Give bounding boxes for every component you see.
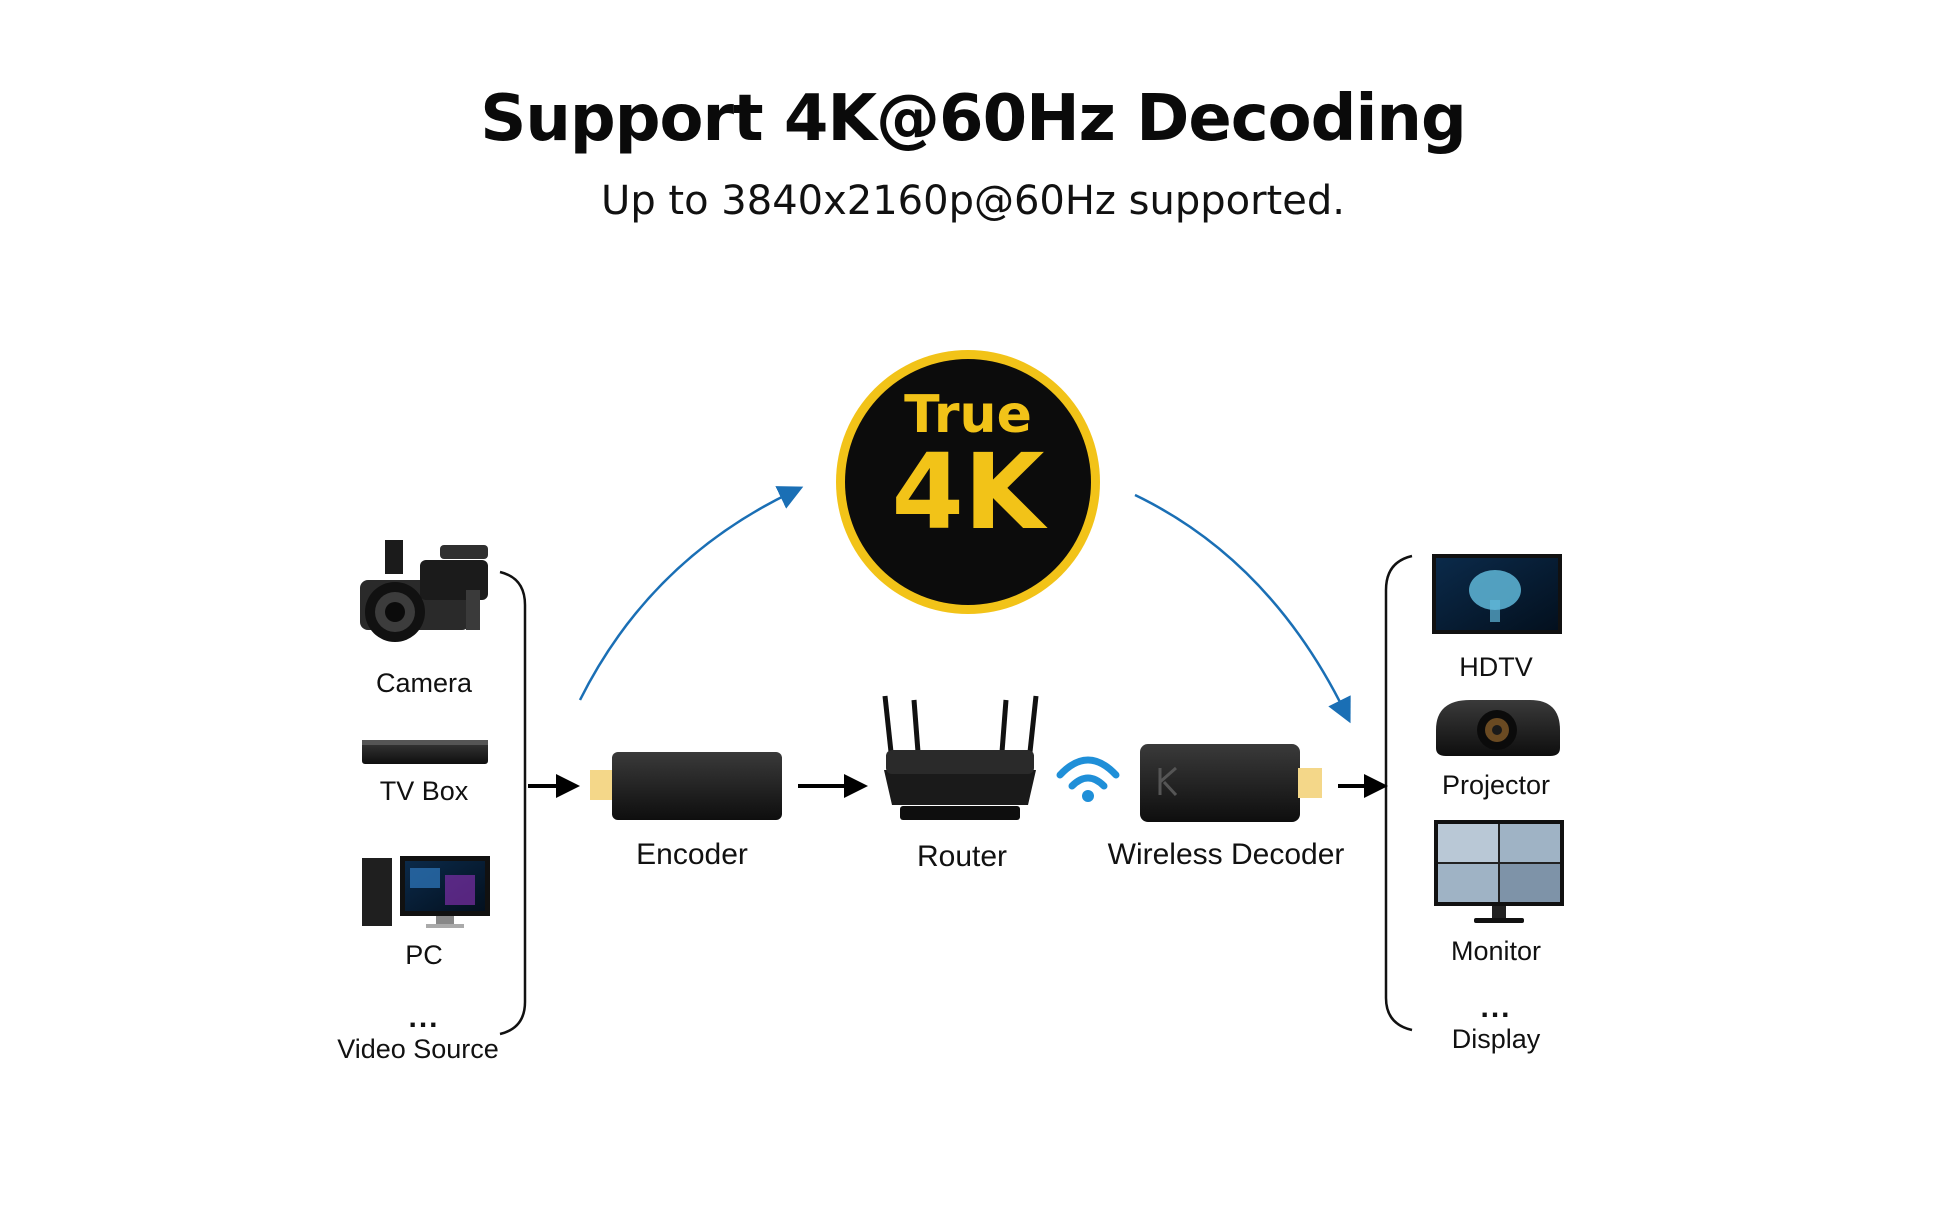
router-label: Router [916,840,1008,873]
projector-icon [1436,700,1560,756]
encoder-icon [590,752,782,820]
wifi-icon [1056,756,1120,790]
decoder-icon [1140,744,1322,822]
tvbox-label: TV Box [379,776,469,806]
pc-icon [362,856,490,928]
projector-label: Projector [1441,770,1551,800]
badge-line2: 4K [892,431,1048,553]
display-bracket [1384,554,1413,1032]
pc-label: PC [405,940,443,970]
camera-icon [360,540,488,642]
hdtv-icon [1432,554,1562,634]
page-subtitle: Up to 3840x2160p@60Hz supported. [601,178,1345,224]
true-4k-badge: True 4K [836,350,1100,614]
camera-label: Camera [375,668,473,698]
tvbox-icon [362,740,488,764]
hdtv-label: HDTV [1459,652,1533,682]
wifi-dot [1082,790,1094,802]
badge-line1: True [904,385,1032,445]
router-icon [882,695,1039,820]
monitor-label: Monitor [1450,936,1542,966]
page-title: Support 4K@60Hz Decoding [480,82,1467,156]
source-bracket [499,570,527,1036]
more-displays-dots: ... [1480,991,1512,1024]
monitor-icon [1434,820,1564,923]
download-arc [1134,493,1351,724]
display-label: Display [1451,1024,1541,1054]
video-source-label: Video Source [337,1034,499,1064]
more-sources-dots: ... [408,1001,440,1034]
decoder-label: Wireless Decoder [1107,838,1345,871]
encoder-label: Encoder [636,838,748,871]
upload-arc [578,486,804,701]
